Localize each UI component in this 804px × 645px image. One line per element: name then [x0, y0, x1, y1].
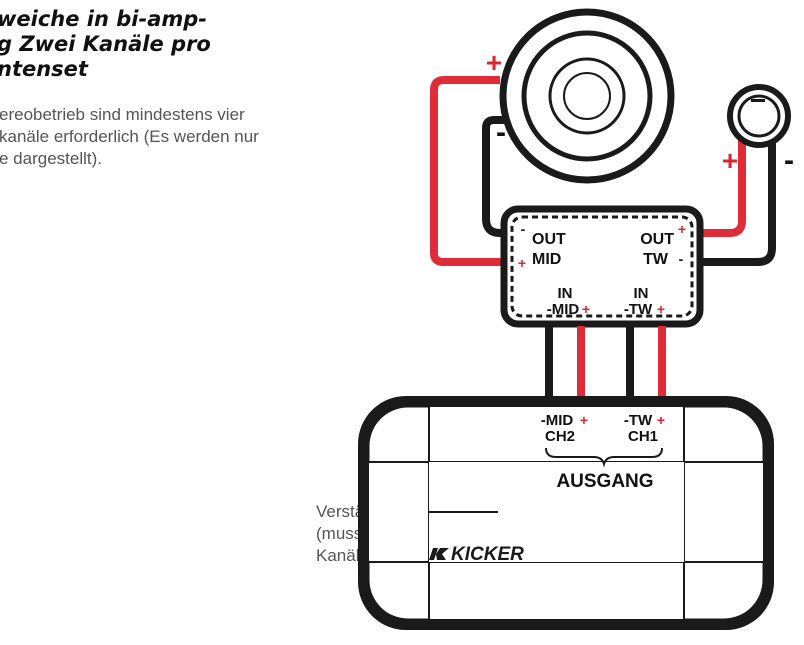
woofer-positive-mark: +: [486, 47, 502, 78]
kicker-logo: KICKER: [429, 544, 524, 565]
description-line-3: e dargestellt).: [0, 149, 102, 168]
woofer-negative-mark: -: [496, 116, 506, 149]
amp-ch1-label: CH1: [628, 428, 658, 445]
kicker-logo-mark: [429, 548, 449, 560]
heading-line-1: weiche in bi-amp-: [0, 7, 207, 31]
amp-ch2-terminal: -MID: [541, 412, 574, 429]
crossover-out-tw-negative: -: [679, 251, 684, 267]
woofer-negative-wire: [482, 116, 516, 237]
heading: weiche in bi-amp- g Zwei Kanäle pro nten…: [0, 7, 211, 82]
output-label: AUSGANG: [556, 471, 653, 492]
crossover-in-mid-bottom: -MID: [547, 301, 580, 318]
amp-ch1-positive: +: [657, 412, 665, 428]
amplifier-body: [358, 396, 774, 630]
tweeter-negative-wire: [700, 140, 776, 266]
tweeter-negative-mark: -: [784, 144, 794, 177]
woofer-positive-wire: [430, 76, 504, 266]
crossover-out-tw-label: OUT: [640, 231, 674, 248]
output-bracket: [545, 447, 663, 468]
kicker-logo-text: KICKER: [451, 544, 524, 565]
crossover-out-tw-positive: +: [678, 221, 686, 237]
crossover-in-mid-positive: +: [582, 301, 590, 317]
crossover-in-tw-bottom: -TW: [624, 301, 653, 318]
heading-line-3: ntenset: [0, 57, 88, 81]
tweeter-positive-wire: [700, 140, 746, 237]
tweeter-speaker: [727, 84, 791, 148]
crossover-in-tw-top: IN: [634, 285, 649, 302]
description-line-2: kanäle erforderlich (Es werden nur: [0, 127, 259, 146]
description-line-1: ereobetrieb sind mindestens vier: [0, 105, 245, 124]
woofer-speaker: [499, 8, 675, 184]
amp-ch2-positive: +: [580, 412, 588, 428]
crossover-out-mid-negative: -: [521, 221, 526, 237]
tweeter-positive-mark: +: [722, 145, 738, 176]
crossover-box: [500, 205, 704, 328]
crossover-in-tw-positive: +: [657, 301, 665, 317]
crossover-out-mid-label: OUT: [532, 231, 566, 248]
amp-ch2-label: CH2: [545, 428, 575, 445]
crossover-out-tw-sub: TW: [643, 251, 669, 268]
crossover-out-mid-sub: MID: [532, 251, 561, 268]
amp-ch1-terminal: -TW: [624, 412, 653, 429]
description: ereobetrieb sind mindestens vier kanäle …: [0, 104, 259, 170]
heading-line-2: g Zwei Kanäle pro: [0, 32, 211, 56]
crossover-in-mid-top: IN: [558, 285, 573, 302]
crossover-out-mid-positive: +: [518, 255, 526, 271]
